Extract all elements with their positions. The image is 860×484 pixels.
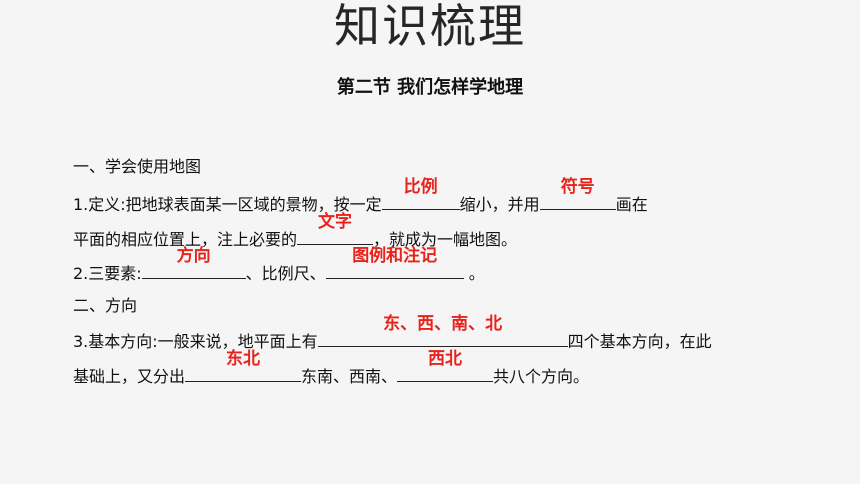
directions-line-2: 基础上，又分出 东北东南、西南、 西北共八个方向。 [73,349,590,388]
directions-line2-end: 共八个方向。 [493,367,590,386]
blank-northeast: 东北 [185,349,302,382]
directions-middle: 东南、西南、 [301,367,398,386]
answer-four-directions: 东、西、南、北 [383,314,503,334]
definition-middle: 缩小，并用 [459,195,540,214]
heading-use-map: 一、学会使用地图 [73,156,201,178]
directions-line-1: 3.基本方向:一般来说，地平面上有 东、西、南、北四个基本方向，在此 [73,314,712,353]
definition-line-1: 1.定义:把地球表面某一区域的景物，按一定 比例缩小，并用 符号画在 [73,177,648,216]
answer-direction: 方向 [176,246,211,266]
directions-prefix: 3.基本方向:一般来说，地平面上有 [73,332,318,351]
blank-scale: 比例 [381,177,460,210]
blank-text: 文字 [297,212,374,245]
directions-end: 四个基本方向，在此 [567,332,712,351]
blank-direction: 方向 [141,246,246,279]
three-elements-line: 2.三要素: 方向、比例尺、 图例和注记 。 [73,246,485,285]
heading-direction: 二、方向 [73,295,137,317]
elements-middle: 、比例尺、 [245,264,326,283]
heading-text: 一、学会使用地图 [73,157,202,176]
heading-text: 二、方向 [73,296,138,315]
blank-legend: 图例和注记 [325,246,464,279]
answer-scale: 比例 [403,177,438,197]
page-title: 知识梳理 [334,0,526,53]
section-subtitle: 第二节 我们怎样学地理 [336,77,524,98]
directions-line2-prefix: 基础上，又分出 [73,367,186,386]
definition-line2-end: ，就成为一幅地图。 [373,230,518,249]
answer-text: 文字 [318,212,353,232]
definition-line2-prefix: 平面的相应位置上，注上必要的 [73,230,298,249]
blank-four-directions: 东、西、南、北 [317,314,568,347]
blank-symbol: 符号 [539,177,616,210]
answer-northwest: 西北 [428,349,463,369]
elements-prefix: 2.三要素: [73,264,142,283]
elements-end: 。 [468,264,485,283]
answer-symbol: 符号 [560,177,595,197]
blank-northwest: 西北 [397,349,494,382]
definition-end: 画在 [615,195,648,214]
answer-legend: 图例和注记 [352,246,438,266]
answer-northeast: 东北 [226,349,261,369]
definition-line-2: 平面的相应位置上，注上必要的 文字 ，就成为一幅地图。 [73,212,518,251]
definition-prefix: 1.定义:把地球表面某一区域的景物，按一定 [73,195,382,214]
